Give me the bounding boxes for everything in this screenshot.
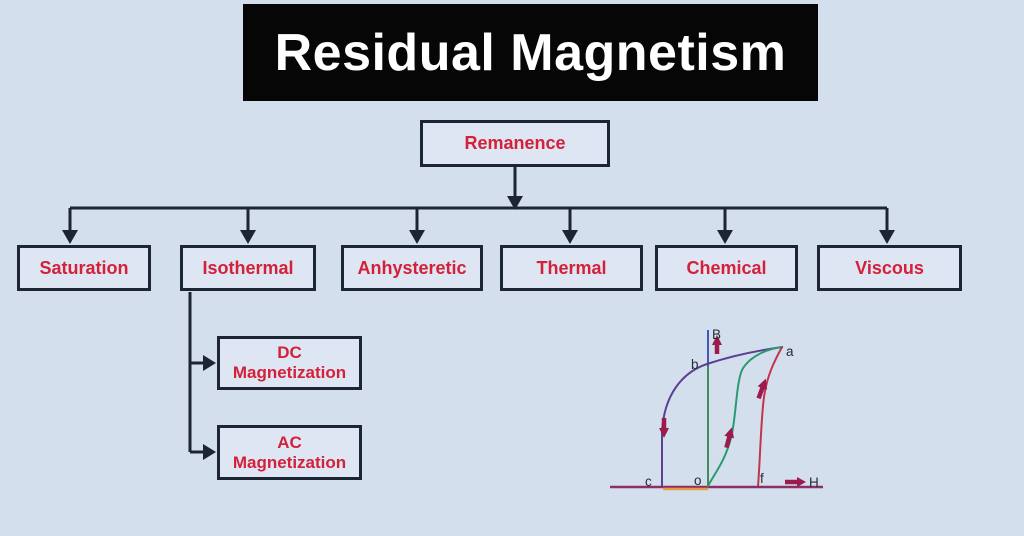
node-ac-magnetization: AC Magnetization xyxy=(217,425,362,480)
recoil-curve-up-arrow xyxy=(756,378,768,400)
initial-magnetization-curve xyxy=(707,346,783,487)
connector-root-arrow xyxy=(507,167,523,210)
node-anhysteretic-label: Anhysteretic xyxy=(357,257,467,278)
node-saturation-label: Saturation xyxy=(39,257,129,278)
point-f-label: f xyxy=(760,471,764,486)
connector-child-arrows xyxy=(62,208,895,244)
node-thermal-label: Thermal xyxy=(536,257,607,278)
node-isothermal: Isothermal xyxy=(180,245,316,291)
initial-curve-up-arrow xyxy=(724,427,735,449)
node-chemical-label: Chemical xyxy=(686,257,767,278)
direction-arrows xyxy=(659,335,806,487)
connector-isothermal-branch xyxy=(188,292,216,460)
node-viscous: Viscous xyxy=(817,245,962,291)
node-anhysteretic: Anhysteretic xyxy=(341,245,483,291)
point-a-label: a xyxy=(786,344,794,359)
node-remanence-label: Remanence xyxy=(464,133,566,154)
h-axis-label: H xyxy=(809,475,819,490)
node-viscous-label: Viscous xyxy=(855,257,924,278)
node-dc-magnetization: DC Magnetization xyxy=(217,336,362,390)
node-chemical: Chemical xyxy=(655,245,798,291)
demagnetization-curve xyxy=(661,346,784,487)
point-c-label: c xyxy=(645,474,652,489)
b-axis-up-arrow xyxy=(712,335,722,354)
point-o-label: o xyxy=(694,473,702,488)
b-axis-label: B xyxy=(712,327,721,342)
node-thermal: Thermal xyxy=(500,245,643,291)
page-title: Residual Magnetism xyxy=(243,4,818,101)
node-saturation: Saturation xyxy=(17,245,151,291)
point-b-label: b xyxy=(691,357,699,372)
demag-curve-down-arrow xyxy=(659,418,669,438)
node-ac-magnetization-label: AC Magnetization xyxy=(232,432,347,472)
h-axis-right-arrow xyxy=(785,477,806,487)
node-isothermal-label: Isothermal xyxy=(202,257,294,278)
node-dc-magnetization-label: DC Magnetization xyxy=(232,343,347,382)
node-remanence: Remanence xyxy=(420,120,610,167)
hysteresis-graph: B H a b c o f xyxy=(610,327,823,491)
recoil-curve xyxy=(757,346,783,487)
